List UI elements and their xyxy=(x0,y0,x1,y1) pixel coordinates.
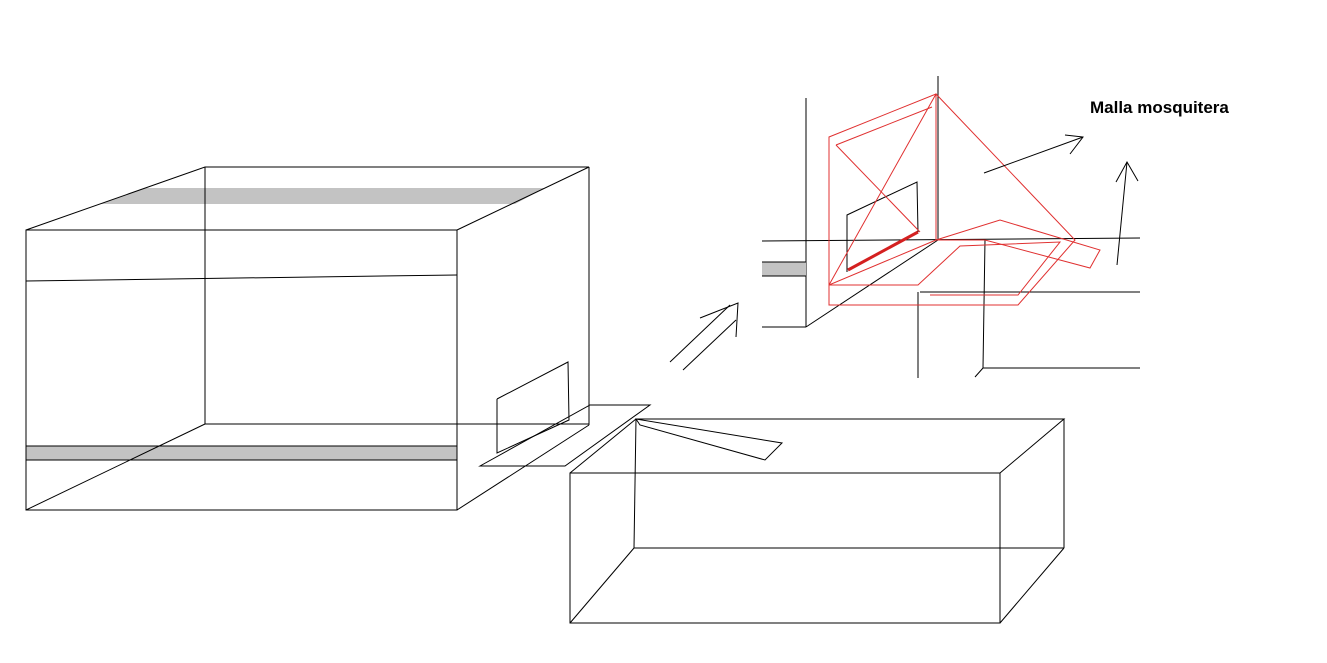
mesh-arrow-vertical xyxy=(1115,160,1139,266)
detail-red-edge xyxy=(847,230,919,272)
left-box-front-face xyxy=(25,229,458,511)
left-box-bottom-mesh-strip xyxy=(26,446,457,460)
left-box-top-mesh-strip xyxy=(100,188,545,204)
lower-box xyxy=(569,418,1066,624)
mesh-arrow-diagonal xyxy=(983,134,1084,174)
detail-view: Malla mosquitera xyxy=(761,76,1229,378)
left-box-ramp xyxy=(478,404,652,467)
lower-box-lid-flap xyxy=(634,418,784,461)
zoom-arrow xyxy=(669,302,739,371)
left-box-opening xyxy=(496,361,570,454)
left-box xyxy=(25,166,652,511)
detail-red-ramp xyxy=(935,219,1101,269)
detail-red-frame xyxy=(828,93,1076,306)
detail-mesh-strip xyxy=(762,262,806,276)
mesh-label: Malla mosquitera xyxy=(1090,98,1229,117)
